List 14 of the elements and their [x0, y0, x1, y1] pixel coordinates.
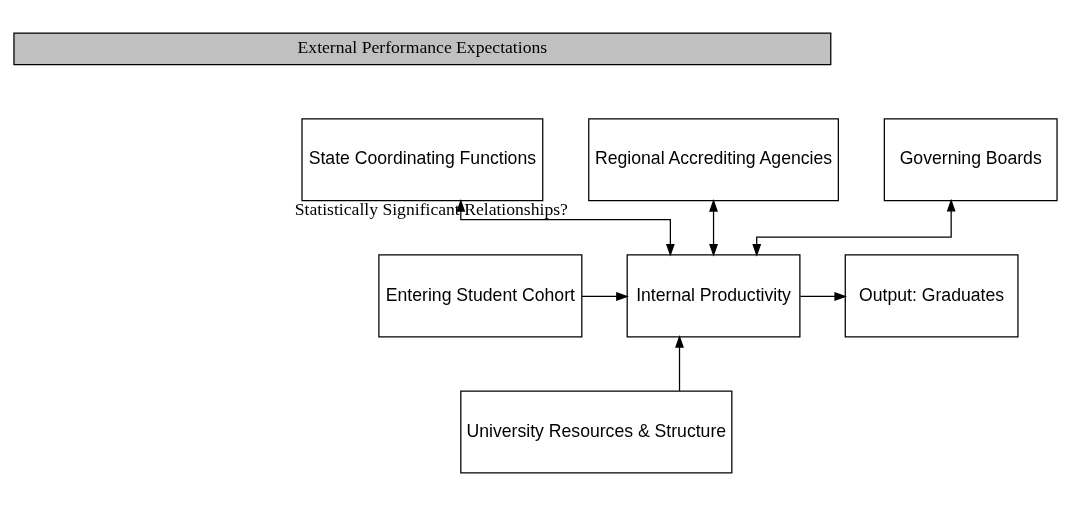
arrow [799, 292, 847, 301]
node-box: Regional Accrediting Agencies [588, 118, 839, 202]
arrow [675, 335, 684, 392]
arrow [709, 199, 718, 257]
node-box: State Coordinating Functions [301, 118, 544, 202]
arrow [456, 199, 675, 257]
arrow [581, 292, 629, 301]
node-box: Internal Productivity [626, 254, 801, 338]
arrow [752, 198, 956, 257]
node-box: External Performance Expectations [13, 32, 832, 66]
node-box: Output: Graduates [844, 254, 1019, 338]
node-box: Governing Boards [883, 118, 1058, 202]
node-box: University Resources & Structure [460, 390, 733, 474]
node-box: Entering Student Cohort [378, 254, 583, 338]
